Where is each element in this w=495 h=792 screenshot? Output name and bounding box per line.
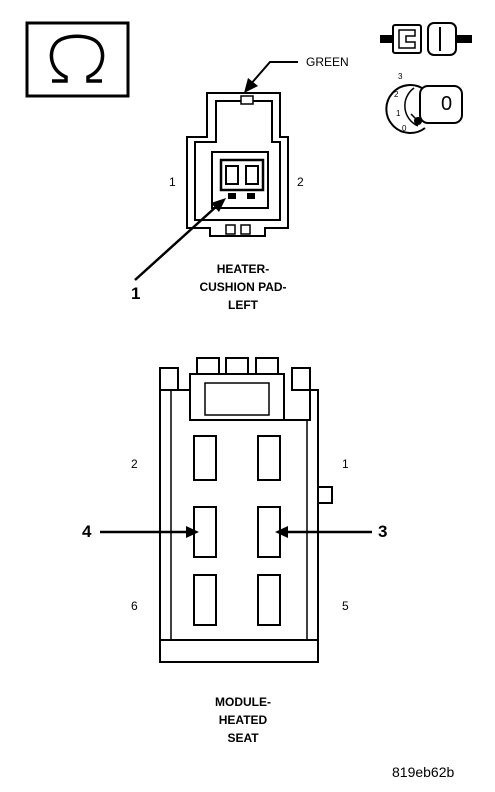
ohm-symbol-icon [25,21,130,98]
ignition-position-0: 0 [402,124,407,133]
heater-caption-line-3: LEFT [228,298,258,312]
module-pin-5-label: 5 [342,599,349,613]
callout-4-leader [100,526,199,538]
heater-pin-2-label: 2 [297,175,304,189]
callout-1-leader [134,198,226,281]
green-leader-arrow [244,61,298,93]
module-pin-1-label: 1 [342,457,349,471]
callout-3-leader [275,526,372,538]
heater-pin-1-label: 1 [169,175,176,189]
module-caption-line-2: HEATED [218,713,268,727]
ignition-position-1: 1 [396,109,401,118]
ignition-key-label: 0 [441,93,453,115]
module-connector-caption: MODULE- HEATED SEAT [185,693,301,747]
module-callout-3: 3 [378,522,388,541]
module-pin-2-label: 2 [131,457,138,471]
disconnect-connector-icon [380,22,472,56]
heater-connector-caption: HEATER- CUSHION PAD- LEFT [185,260,301,314]
module-callout-4: 4 [82,522,92,541]
ignition-position-2: 2 [394,90,399,99]
heater-caption-line-2: CUSHION PAD- [199,280,287,294]
heater-callout-1: 1 [131,284,141,303]
ignition-position-3: 3 [398,72,403,81]
heater-caption-line-1: HEATER- [216,262,270,276]
module-connector [159,357,333,663]
figure-reference: 819eb62b [392,764,455,780]
module-caption-line-1: MODULE- [215,695,271,709]
heater-connector [186,92,289,237]
module-pin-6-label: 6 [131,599,138,613]
module-caption-line-3: SEAT [227,731,259,745]
ignition-key-off-icon [385,84,463,134]
wire-color-label: GREEN [306,55,349,69]
